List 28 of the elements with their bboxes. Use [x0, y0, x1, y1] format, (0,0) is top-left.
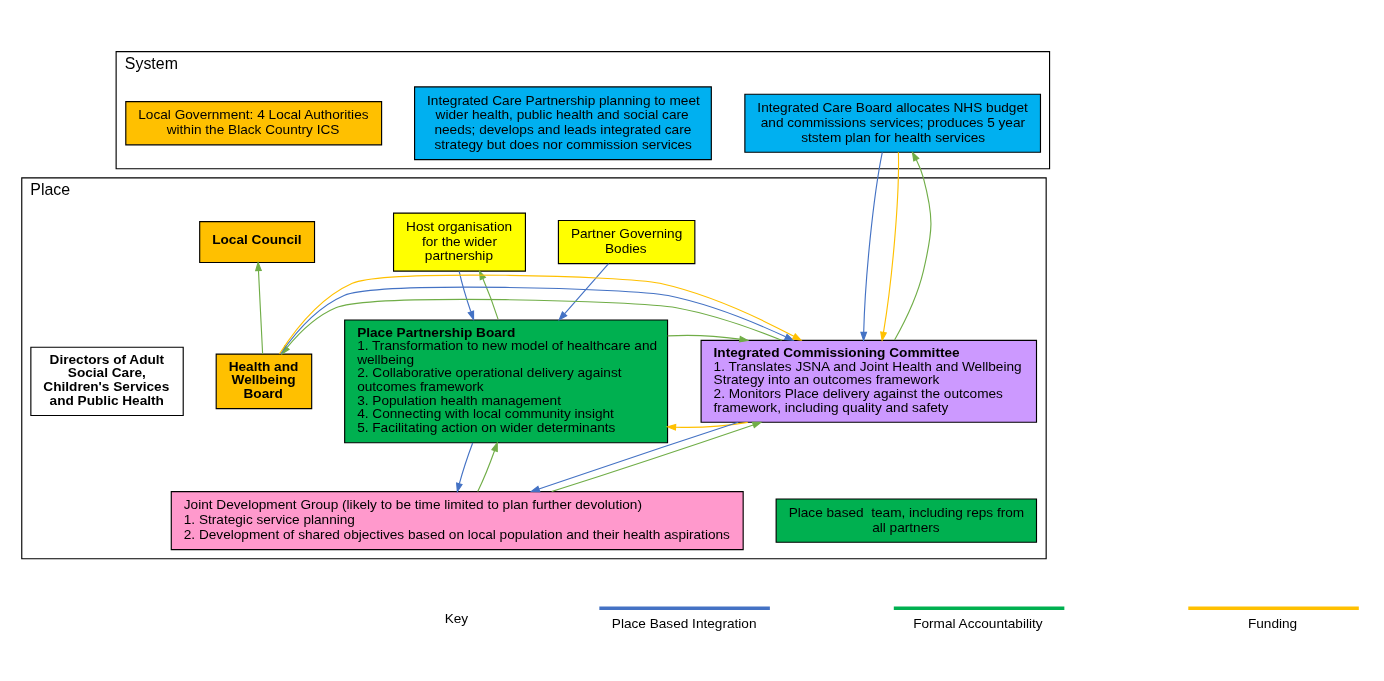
arrow — [551, 421, 763, 492]
node-box: Health and Wellbeing Board — [215, 353, 313, 409]
arrow — [254, 260, 264, 354]
legend-label: Place Based Integration — [611, 615, 757, 631]
node-box: Joint Development Group (likely to be time limited to plan further devolution) 1. Strategic service planning 2. Development of shared objectives based on local population and their health aspirations — [170, 490, 744, 550]
node-box: Place based team, including reps from all partners — [775, 497, 1038, 543]
node-box: Directors of Adult Social Care, Children's Services and Public Health — [30, 346, 184, 416]
arrow — [667, 334, 750, 343]
node-box: Partner Governing Bodies — [557, 219, 696, 264]
arrow — [894, 150, 932, 341]
arrow — [665, 421, 749, 431]
node-box: Integrated Care Board allocates NHS budget and commissions services; produces 5 year ststem plan for health services — [744, 93, 1042, 153]
legend-label: Formal Accountability — [913, 615, 1043, 631]
node-box: Local Government: 4 Local Authorities within the Black Country ICS — [125, 100, 383, 145]
label: Key — [444, 610, 469, 626]
node-box: Local Council — [199, 220, 316, 263]
arrow — [860, 151, 883, 342]
node-box: Integrated Care Partnership planning to meet wider health, public health and social care needs; develops and leads integrated care strategy but does nor commission services — [414, 85, 712, 160]
arrow — [558, 262, 610, 321]
arrow — [880, 151, 900, 342]
arrow — [458, 270, 475, 321]
arrow — [456, 441, 474, 493]
node-box: Host organisation for the wider partnership — [393, 212, 526, 272]
node-box: Integrated Commissioning Committee 1. Translates JSNA and Joint Health and Wellbeing Strategy into an outcomes framework 2. Monitors Place delivery against the outcomes framework, including quality and safety — [700, 339, 1038, 423]
legend-label: Funding — [1247, 615, 1298, 631]
node-box: Place Partnership Board 1. Transformation to new model of healthcare and wellbeing 2. Collaborative operational delivery against outcomes framework 3. Population health management 4. Connecting with local community insight 5. Facilitating action on wider determinants — [344, 318, 669, 443]
arrow — [529, 421, 739, 492]
arrow — [477, 440, 498, 492]
